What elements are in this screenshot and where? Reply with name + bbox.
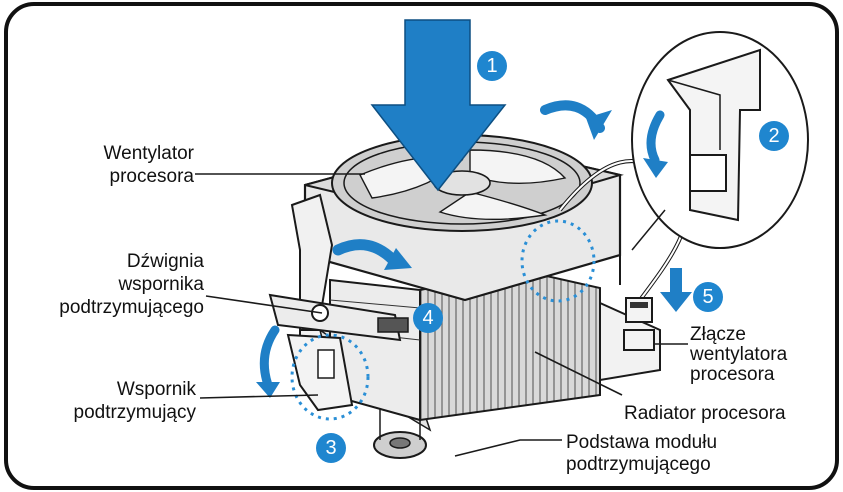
label-bracket-line1: Wspornik [116, 379, 196, 400]
label-base-line1: Podstawa modułu [566, 432, 718, 453]
heatsink [329, 268, 601, 422]
svg-text:1: 1 [486, 55, 497, 77]
step-badge-5: 5 [693, 282, 723, 312]
label-connector: Złącze wentylatora procesora [690, 325, 787, 385]
fan-connector [623, 297, 655, 351]
press-down-arrow [370, 19, 507, 192]
step-badge-4: 4 [413, 303, 443, 333]
label-fan: Wentylator procesora [70, 142, 194, 188]
label-lever-line3: podtrzymującego [59, 297, 204, 318]
frame [4, 2, 839, 490]
connector-down-arrow [660, 268, 692, 312]
retention-bracket [286, 333, 354, 412]
label-bracket-line2: podtrzymujący [73, 402, 197, 423]
label-fan-line1: Wentylator [103, 143, 194, 164]
clip-detail-inset [631, 31, 809, 251]
label-bracket: Wspornik podtrzymujący [40, 378, 197, 424]
svg-text:3: 3 [325, 437, 336, 459]
dotted-highlight-hook [520, 219, 596, 303]
label-connector-line2: wentylatora [690, 344, 788, 365]
svg-text:4: 4 [422, 307, 433, 329]
step-badge-2: 2 [759, 121, 789, 151]
leader-lines [195, 173, 688, 457]
label-lever: Dźwignia wspornika podtrzymującego [20, 250, 204, 319]
label-lever-line2: wspornika [118, 274, 204, 295]
retention-lever [268, 193, 409, 342]
label-lever-line1: Dźwignia [126, 251, 204, 272]
label-base: Podstawa modułu podtrzymującego [566, 432, 717, 476]
curve-arrow-clip [646, 110, 665, 165]
step-badge-3: 3 [316, 433, 346, 463]
step-badge-1: 1 [477, 51, 507, 81]
label-heatsink: Radiator procesora [624, 403, 786, 424]
label-base-line2: podtrzymującego [566, 454, 711, 475]
svg-text:2: 2 [768, 125, 779, 147]
svg-text:5: 5 [702, 286, 713, 308]
curve-arrow-lever [332, 239, 401, 268]
dotted-highlight-bracket [290, 333, 370, 421]
label-connector-line3: procesora [690, 364, 775, 385]
curve-arrow-bracket [259, 325, 280, 390]
label-fan-line2: procesora [109, 166, 195, 187]
cpu-fan [303, 134, 624, 305]
label-connector-line1: Złącze [690, 324, 746, 345]
